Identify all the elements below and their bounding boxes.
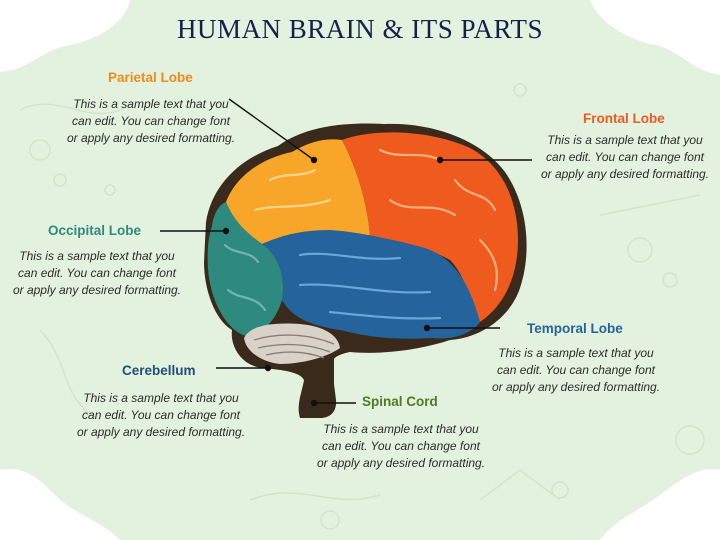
connector-lines xyxy=(160,98,532,404)
page-title: HUMAN BRAIN & ITS PARTS xyxy=(177,14,543,44)
occipital-lobe xyxy=(207,202,284,336)
cerebellum xyxy=(244,323,340,364)
parietal-lobe-label: Parietal Lobe xyxy=(108,70,193,85)
frontal-lobe-label: Frontal Lobe xyxy=(583,111,665,126)
temporal-lobe-text: This is a sample text that you can edit.… xyxy=(491,346,661,394)
occipital-lobe-label: Occipital Lobe xyxy=(48,223,142,238)
frontal-lobe xyxy=(342,132,518,322)
parietal-lobe-text: This is a sample text that you can edit.… xyxy=(66,97,236,145)
spinal-cord-text: This is a sample text that you can edit.… xyxy=(316,422,486,470)
gyri-highlights xyxy=(223,148,498,320)
faint-science-doodles xyxy=(19,83,705,530)
spinal-cord-label: Spinal Cord xyxy=(362,394,438,409)
frontal-lobe-text: This is a sample text that you can edit.… xyxy=(540,133,710,181)
parietal-lobe xyxy=(226,139,370,244)
cerebellum-folds xyxy=(253,334,335,359)
cerebellum-label: Cerebellum xyxy=(122,363,196,378)
occipital-lobe-text: This is a sample text that you can edit.… xyxy=(12,249,182,297)
temporal-lobe xyxy=(262,230,480,339)
connector-dots xyxy=(222,156,444,407)
temporal-lobe-label: Temporal Lobe xyxy=(527,321,623,336)
cerebellum-text: This is a sample text that you can edit.… xyxy=(76,391,246,439)
